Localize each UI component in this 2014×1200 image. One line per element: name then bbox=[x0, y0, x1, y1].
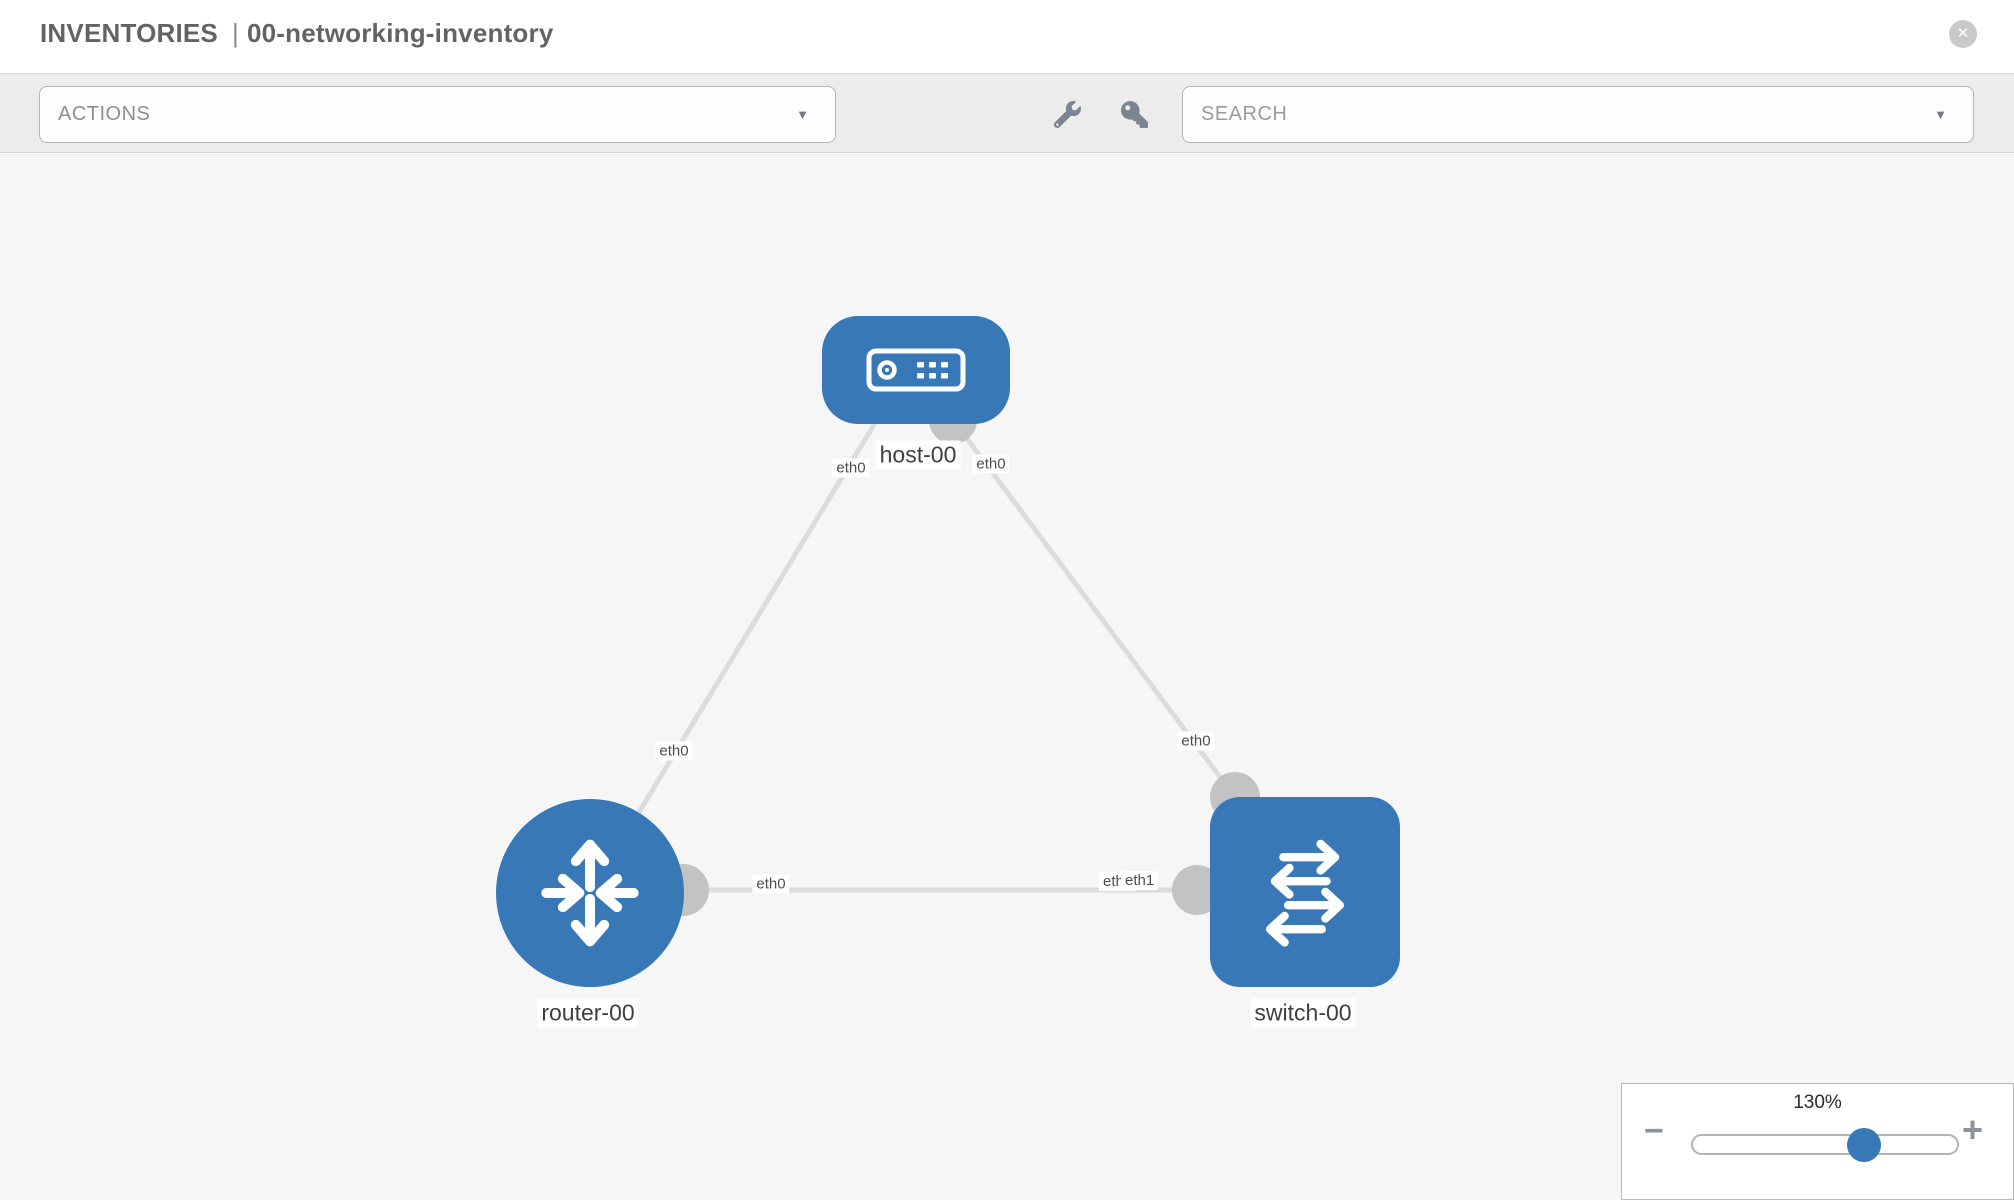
actions-dropdown-label: ACTIONS bbox=[58, 103, 151, 125]
tools-button[interactable] bbox=[1047, 94, 1087, 134]
toolbar: ACTIONS ▼ ▼ bbox=[0, 73, 2014, 153]
node-label-switch-00: switch-00 bbox=[1250, 998, 1356, 1028]
node-label-router-00: router-00 bbox=[537, 998, 639, 1028]
inventory-name: 00-networking-inventory bbox=[246, 18, 554, 48]
zoom-control-panel: 130% − + bbox=[1621, 1083, 2014, 1200]
zoom-out-button[interactable]: − bbox=[1644, 1112, 1664, 1150]
credentials-button[interactable] bbox=[1114, 94, 1154, 134]
interface-label-router-link-eth0: eth0 bbox=[655, 741, 693, 761]
actions-dropdown[interactable]: ACTIONS ▼ bbox=[39, 86, 836, 143]
zoom-level-value: 130% bbox=[1793, 1092, 1842, 1113]
interface-label-host-eth0-left: eth0 bbox=[832, 458, 870, 478]
close-icon[interactable]: ✕ bbox=[1949, 20, 1977, 48]
key-icon bbox=[1120, 100, 1148, 128]
zoom-slider-track[interactable] bbox=[1691, 1134, 1959, 1155]
server-icon bbox=[866, 348, 966, 392]
wrench-icon bbox=[1053, 100, 1081, 128]
breadcrumb-separator: | bbox=[231, 18, 239, 48]
interface-label-switch-eth1: eth1 bbox=[1121, 871, 1159, 890]
topology-canvas[interactable] bbox=[0, 154, 2014, 1200]
zoom-slider-handle[interactable] bbox=[1847, 1128, 1881, 1162]
node-label-host-00: host-00 bbox=[875, 440, 961, 470]
interface-label-router-eth0: eth0 bbox=[752, 874, 790, 894]
node-router-00[interactable] bbox=[496, 799, 684, 987]
search-input[interactable] bbox=[1183, 87, 1973, 142]
node-host-00[interactable] bbox=[822, 316, 1010, 424]
router-icon bbox=[541, 839, 639, 947]
interface-label-host-eth0-right: eth0 bbox=[972, 454, 1010, 474]
page-header: INVENTORIES |00-networking-inventory ✕ bbox=[0, 0, 2014, 73]
switch-icon bbox=[1266, 839, 1344, 947]
chevron-down-icon: ▼ bbox=[796, 107, 809, 122]
interface-label-switch-eth0: eth0 bbox=[1177, 731, 1215, 751]
page-title: INVENTORIES |00-networking-inventory bbox=[40, 18, 560, 49]
zoom-in-button[interactable]: + bbox=[1962, 1109, 1984, 1150]
breadcrumb-section: INVENTORIES bbox=[40, 18, 218, 48]
chevron-down-icon: ▼ bbox=[1934, 107, 1947, 122]
search-dropdown[interactable]: ▼ bbox=[1182, 86, 1974, 143]
node-switch-00[interactable] bbox=[1210, 797, 1400, 987]
